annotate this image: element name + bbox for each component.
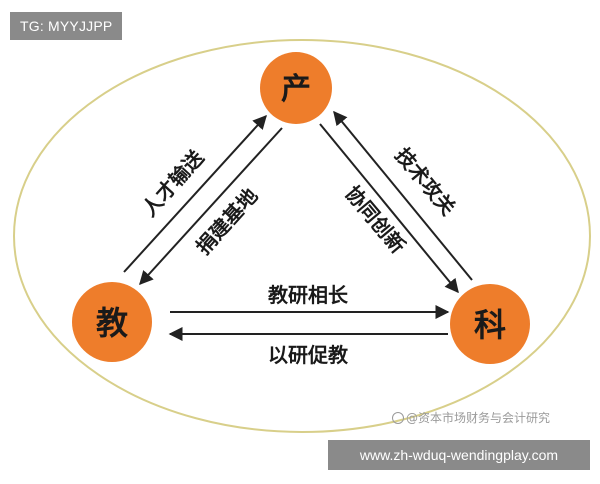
arrow-left-outer [123, 114, 267, 273]
edge-label-left-inner: 捐建基地 [191, 184, 262, 260]
outer-ellipse [13, 39, 591, 433]
edge-label-bottom-top: 教研相长 [268, 283, 349, 307]
node-ke-label: 科 [474, 306, 506, 344]
node-chan: 产 [260, 52, 332, 124]
source-url: www.zh-wduq-wendingplay.com [328, 440, 590, 470]
edge-label-left-outer: 人才输送 [137, 145, 209, 221]
watermark-text: @资本市场财务与会计研究 [406, 411, 551, 425]
edge-label-right-outer: 技术攻关 [390, 143, 460, 220]
arrow-right-inner [319, 123, 459, 294]
watermark-logo-icon [392, 412, 404, 424]
source-watermark: @资本市场财务与会计研究 [392, 408, 592, 428]
arrow-left-inner [139, 127, 283, 286]
node-jiao: 教 [72, 282, 152, 362]
edge-label-bottom-bottom: 以研促教 [268, 343, 349, 367]
node-jiao-label: 教 [96, 304, 128, 342]
node-chan-label: 产 [281, 72, 311, 107]
tg-tag: TG: MYYJJPP [10, 12, 123, 40]
arrow-right-outer [333, 110, 473, 281]
node-ke: 科 [450, 284, 530, 364]
